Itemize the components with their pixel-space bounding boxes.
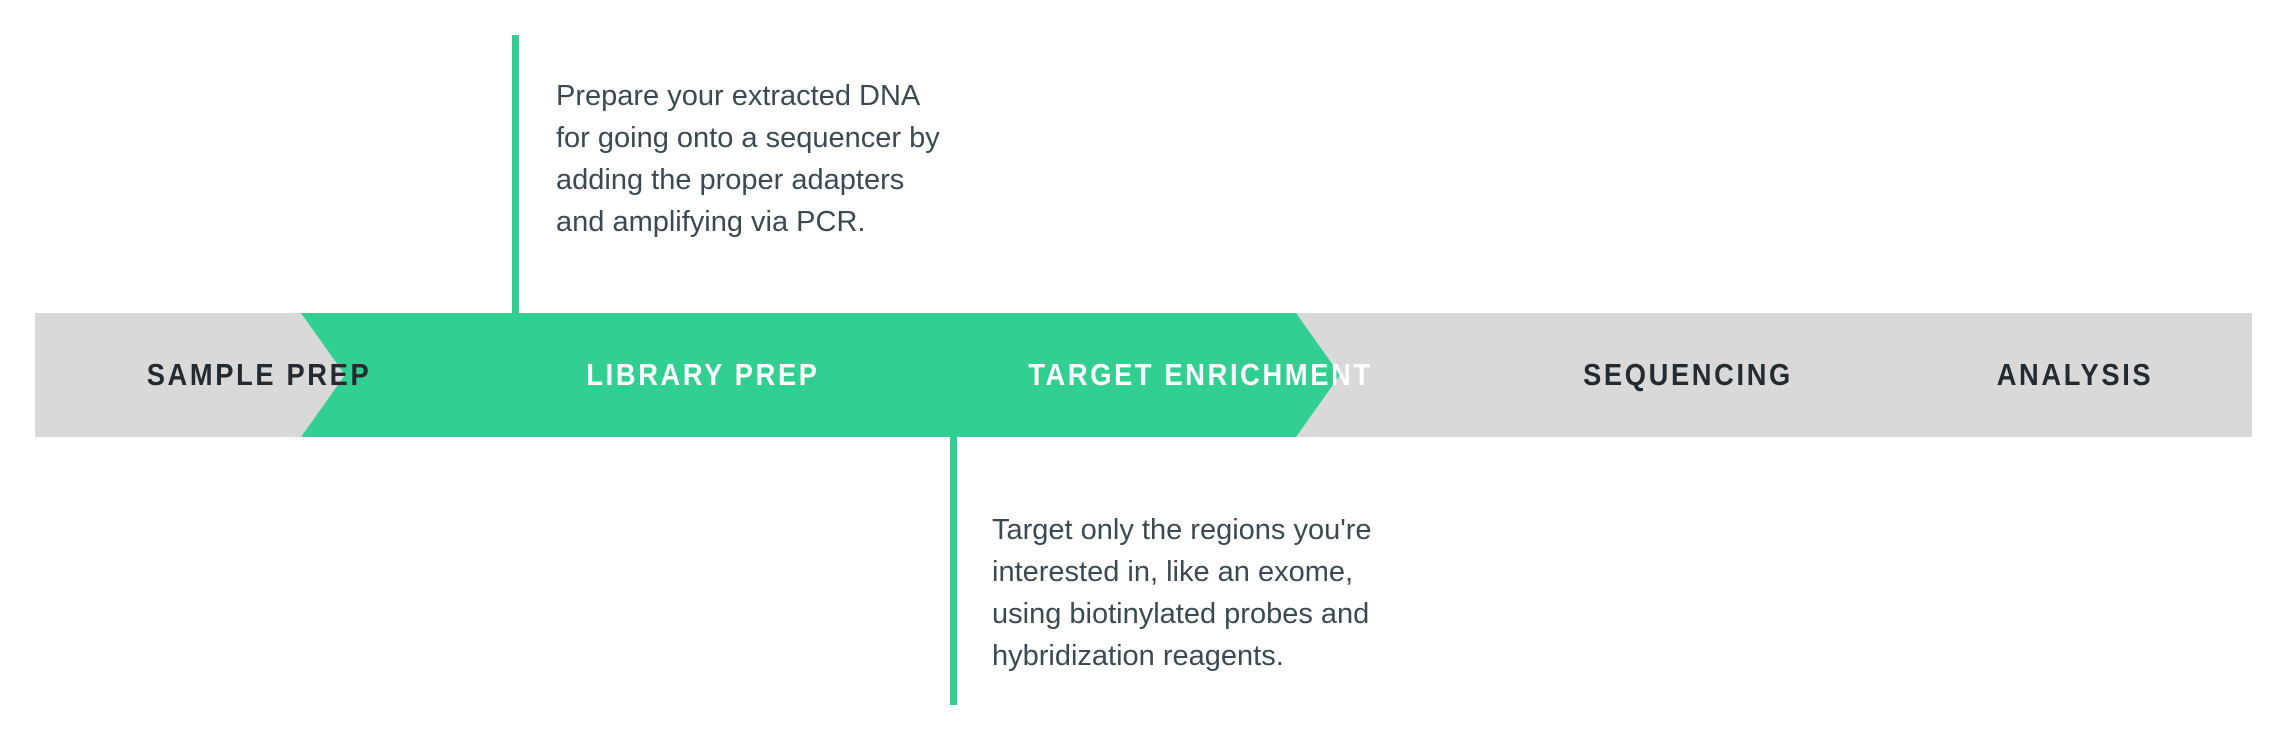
callout-library-prep: Prepare your extracted DNA for going ont… (556, 80, 940, 238)
step-label-analysis[interactable]: ANALYSIS (1996, 357, 2154, 392)
step-label-target-enrichment[interactable]: TARGET ENRICHMENT (1028, 357, 1373, 392)
connector-line-target-enrichment (950, 437, 957, 705)
step-label-library-prep[interactable]: LIBRARY PREP (586, 357, 820, 392)
step-label-sequencing[interactable]: SEQUENCING (1583, 357, 1793, 392)
process-step-bar (35, 313, 2252, 437)
step-label-sample-prep[interactable]: SAMPLE PREP (146, 357, 372, 392)
step-shape-analysis[interactable] (1716, 313, 2252, 437)
connector-line-library-prep (512, 35, 519, 315)
step-shape-target-enrichment[interactable] (742, 313, 1478, 437)
callout-target-enrichment: Target only the regions you're intereste… (992, 514, 1372, 672)
